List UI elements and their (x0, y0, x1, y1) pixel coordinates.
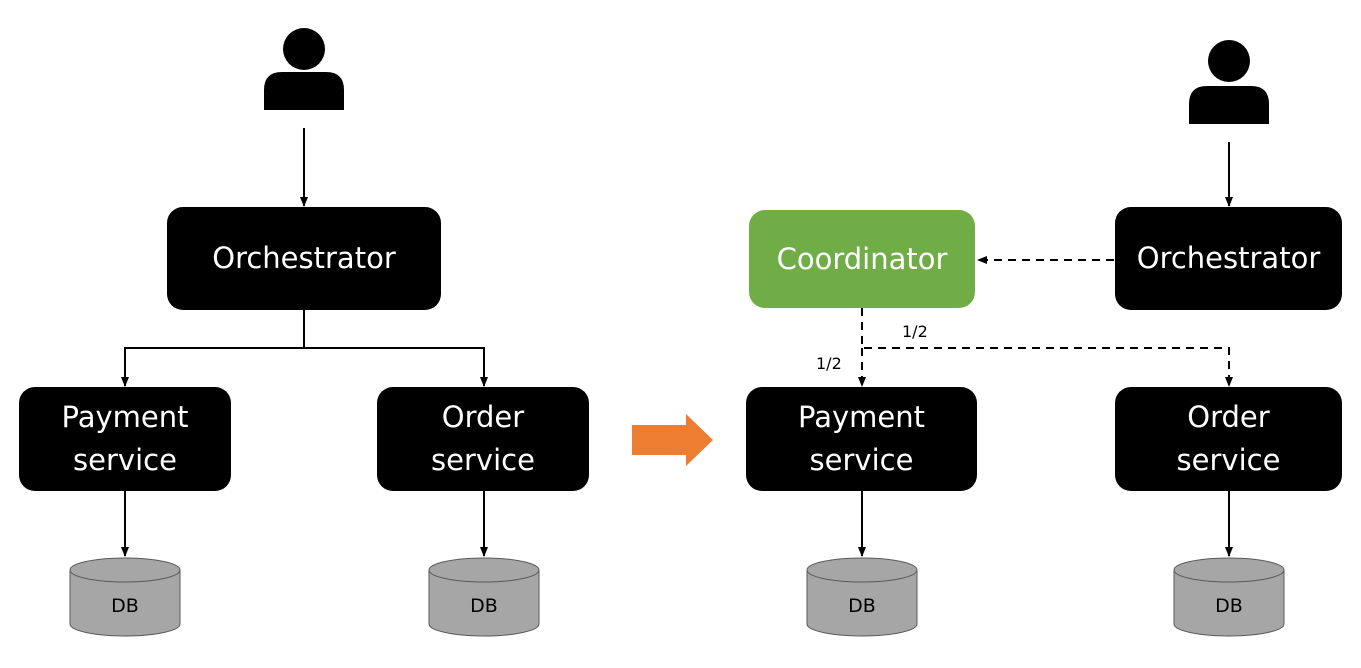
node-label-line2: service (73, 443, 177, 477)
left-order-service-node: Order service (377, 387, 589, 491)
node-label-line1: Order (441, 400, 525, 434)
db-label: DB (470, 595, 498, 617)
left-db-payment: DB (69, 557, 181, 637)
left-payment-service-node: Payment service (19, 387, 231, 491)
db-label: DB (848, 595, 876, 617)
db-label: DB (1215, 595, 1243, 617)
left-user-icon (264, 28, 344, 110)
right-db-payment: DB (806, 557, 918, 637)
node-label-line1: Payment (798, 400, 925, 434)
right-order-service-node: Order service (1115, 387, 1342, 491)
right-db-order: DB (1173, 557, 1285, 637)
coordinator-node: Coordinator (749, 210, 975, 308)
node-label-line1: Payment (61, 400, 189, 434)
right-connectors (858, 142, 1233, 557)
right-user-icon (1189, 40, 1269, 124)
node-label-line2: service (431, 443, 535, 477)
arrow-right-icon (632, 414, 713, 466)
node-label: Orchestrator (1136, 241, 1321, 275)
left-db-order: DB (428, 557, 540, 637)
node-label: Coordinator (776, 241, 948, 276)
right-payment-service-node: Payment service (746, 387, 977, 491)
node-label-line1: Order (1187, 400, 1270, 434)
ratio-label-order: 1/2 (902, 322, 928, 341)
ratio-label-payment: 1/2 (816, 354, 842, 373)
right-orchestrator-node: Orchestrator (1115, 207, 1342, 310)
node-label-line2: service (809, 443, 914, 477)
node-label: Orchestrator (212, 241, 396, 275)
node-label-line2: service (1176, 443, 1281, 477)
db-label: DB (111, 595, 139, 617)
left-orchestrator-node: Orchestrator (167, 207, 441, 310)
left-connectors (121, 128, 488, 557)
